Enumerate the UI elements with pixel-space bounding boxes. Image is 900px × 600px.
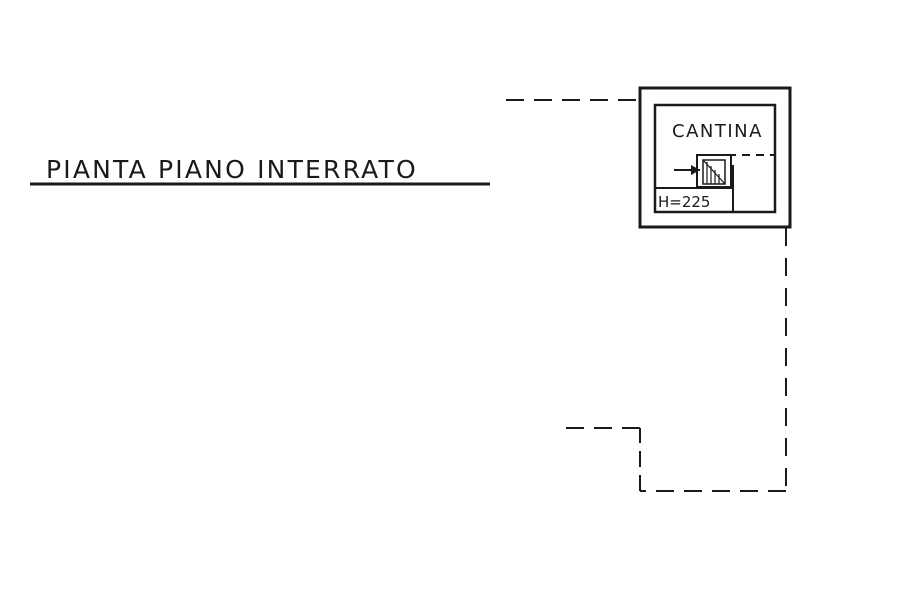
entry-arrow-icon: [674, 165, 700, 175]
plan-title: PIANTA PIANO INTERRATO: [46, 155, 418, 184]
cellar-inner-wall: [653, 103, 777, 214]
height-note: H=225: [658, 193, 710, 211]
room-label: CANTINA: [672, 121, 763, 142]
cellar-outer-wall: [638, 86, 792, 229]
cellar-room: CANTINA H=225: [638, 86, 792, 229]
building-footprint-dashed: [506, 99, 787, 496]
